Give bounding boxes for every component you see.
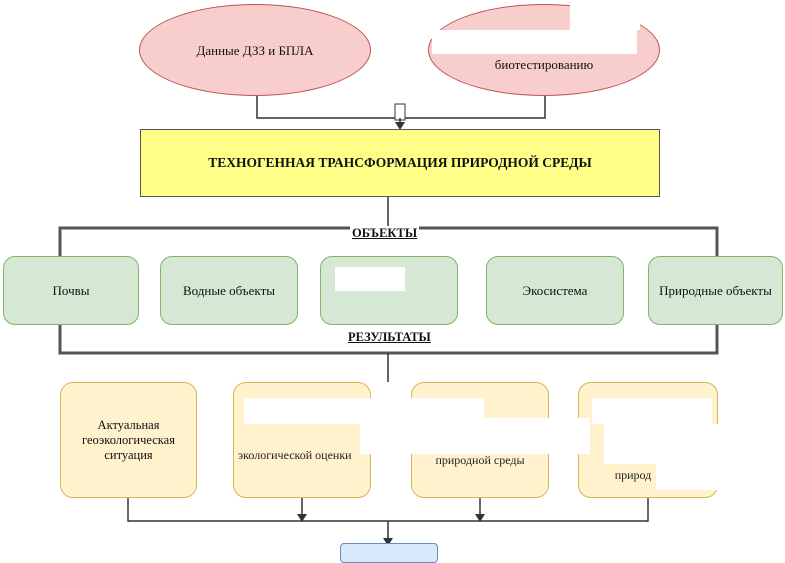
object-box-ecosystem: Экосистема [486,256,624,325]
result-label: Актуальная геоэкологическая ситуация [82,417,175,462]
redaction-patch [656,460,736,490]
source-left-label: Данные ДЗЗ и БПЛА [196,42,314,58]
redaction-patch [570,0,640,30]
redaction-patch [432,30,637,54]
main-process-label: ТЕХНОГЕННАЯ ТРАНСФОРМАЦИЯ ПРИРОДНОЙ СРЕД… [208,155,592,170]
object-box-soil: Почвы [3,256,139,325]
source-ellipse-left: Данные ДЗЗ и БПЛА [139,4,371,96]
redaction-patch [335,267,405,291]
objects-heading: ОБЪЕКТЫ [350,226,420,241]
result-label: экологической оценки [238,448,352,462]
redaction-patch [604,424,734,464]
object-label: Экосистема [522,282,588,298]
top-connectors [256,96,546,130]
object-box-water: Водные объекты [160,256,298,325]
object-label: Природные объекты [659,282,772,298]
object-label: Водные объекты [183,282,275,298]
object-box-redacted [320,256,458,325]
output-box-partial [340,543,438,563]
results-heading: РЕЗУЛЬТАТЫ [346,330,433,345]
object-box-natural: Природные объекты [648,256,783,325]
object-label: Почвы [52,282,90,298]
result-label: природ [614,468,652,482]
bottom-connectors [127,498,649,546]
source-right-label: биотестированию [494,57,594,72]
redaction-patch [360,418,590,454]
result-label: природной среды [435,453,525,467]
result-box-situation: Актуальная геоэкологическая ситуация [60,382,197,498]
main-process-box: ТЕХНОГЕННАЯ ТРАНСФОРМАЦИЯ ПРИРОДНОЙ СРЕД… [140,129,660,197]
redaction-patch [592,398,712,424]
